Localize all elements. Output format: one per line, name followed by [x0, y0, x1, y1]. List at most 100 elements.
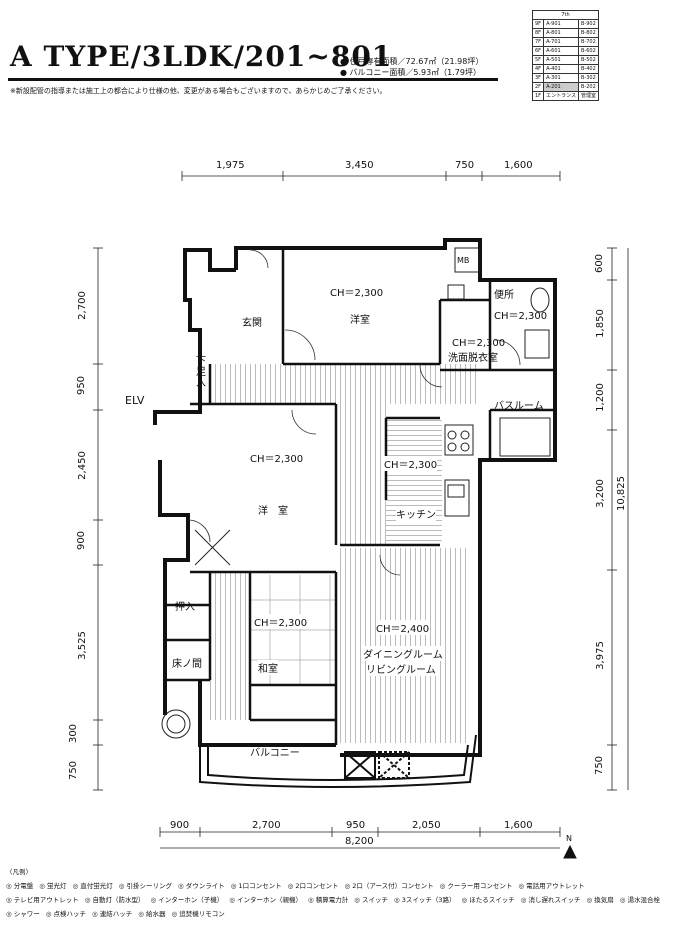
legend-item: ◎ 自動灯（防水型）	[84, 896, 145, 904]
dim-top-1: 3,450	[345, 160, 374, 171]
legend-item: ◎ 直付蛍光灯	[72, 882, 113, 890]
dim-bottom-0: 900	[170, 820, 190, 831]
legend-item: ◎ シャワー	[6, 910, 40, 918]
dim-bottom-2: 950	[346, 820, 366, 831]
dim-left-5: 750	[68, 760, 80, 781]
legend-item: ◎ インターホン（子機）	[150, 896, 224, 904]
legend-title: 〈凡例〉	[6, 868, 32, 876]
fixtures	[161, 247, 551, 739]
hall-flooring	[336, 404, 386, 544]
legend-item: ◎ 蛍光灯	[39, 882, 67, 890]
dim-right-0: 600	[594, 253, 606, 274]
north-arrow	[563, 844, 577, 859]
room-kitchen-ch: CH＝2,300	[384, 456, 438, 471]
dim-left-0: 2,700	[76, 291, 88, 320]
dim-bottom-1: 2,700	[252, 820, 281, 831]
legend-item: ◎ 連結ハッチ	[92, 910, 133, 918]
legend-item: ◎ 給水器	[138, 910, 166, 918]
right-dimension-line	[607, 247, 629, 791]
legend-item: ◎ 積算電力計	[308, 896, 349, 904]
north-label: N	[566, 834, 572, 843]
legend-item: ◎ 1口コンセント	[230, 882, 282, 890]
room-oshiire: 押入	[175, 602, 195, 613]
plan-title: A TYPE/3LDK/201~801	[10, 40, 393, 73]
elv-label: ELV	[125, 394, 145, 407]
kitchen-flooring	[386, 418, 442, 544]
bottom-dimension-line	[159, 827, 561, 849]
disclaimer-note: ※新設配管の指導または施工上の都合により仕様の他、変更がある場合もございますので…	[10, 87, 387, 95]
legend-item: ◎ 分電盤	[6, 882, 34, 890]
dim-bottom-4: 1,600	[504, 820, 533, 831]
room-senmen-ch: CH＝2,300	[452, 338, 506, 349]
dim-right-5: 750	[594, 755, 606, 776]
legend-item: ◎ 換気扇	[586, 896, 614, 904]
dim-left-4: 3,525	[76, 631, 88, 660]
legend-item: ◎ 消し遅れスイッチ	[520, 896, 581, 904]
room-tokonoma: 床ノ間	[172, 659, 202, 670]
room-genkan: 玄関	[242, 318, 262, 329]
room-bath: バスルーム	[494, 401, 544, 412]
interior-walls	[165, 248, 555, 745]
room-senmen: 洗面脱衣室	[448, 353, 498, 364]
table-cell: 管理室	[577, 91, 599, 101]
legend-item: ◎ 2口（アース付）コンセント	[344, 882, 434, 890]
top-dimension-line	[181, 171, 561, 181]
dim-bottom-total: 8,200	[345, 836, 374, 847]
legend-item: ◎ 2口コンセント	[287, 882, 339, 890]
table-cell: 1F	[531, 91, 545, 101]
unit-area-text: ● 住戸専有面積／72.67㎡（21.98坪）	[340, 57, 484, 66]
dim-right-1: 1,850	[594, 309, 606, 338]
legend-item: ◎ ほたるスイッチ	[461, 896, 515, 904]
room-yoshitsu1: 洋室	[350, 315, 370, 326]
room-mb: MB	[457, 256, 470, 265]
dim-left-6: 300	[68, 723, 80, 744]
legend-item: ◎ スイッチ	[354, 896, 388, 904]
dim-top-2: 750	[455, 160, 475, 171]
room-balcony: バルコニー	[250, 748, 300, 759]
legend-item: ◎ 3スイッチ（3路）	[394, 896, 456, 904]
legend-item: ◎ 湯水混合栓	[619, 896, 661, 904]
dim-left-3: 900	[76, 530, 88, 551]
balcony-area-text: ● バルコニー面積／5.93㎡（1.79坪）	[340, 68, 481, 77]
left-dimension-line	[93, 247, 103, 791]
legend-row-1: ◎ 分電盤 ◎ 蛍光灯 ◎ 直付蛍光灯 ◎ 引掛シーリング ◎ ダウンライト ◎ 1口コン…	[6, 880, 591, 890]
room-shitabako: 下足入	[196, 356, 206, 389]
room-yoshitsu2-ch: CH＝2,300	[250, 454, 304, 465]
room-benjo: 便所	[494, 290, 514, 301]
legend-item: ◎ ダウンライト	[178, 882, 225, 890]
legend-row-3: ◎ シャワー ◎ 点検ハッチ ◎ 連結ハッチ ◎ 給水器 ◎ 追焚機リモコン	[6, 908, 231, 918]
room-benjo-ch: CH＝2,300	[494, 311, 548, 322]
dim-left-1: 950	[76, 375, 88, 396]
title-underline	[8, 78, 498, 81]
room-washitsu: 和室	[258, 660, 278, 675]
legend-item: ◎ 引掛シーリング	[118, 882, 172, 890]
legend-item: ◎ 電話用アウトレット	[518, 882, 585, 890]
dim-top-0: 1,975	[216, 160, 245, 171]
legend-item: ◎ インターホン（親機）	[229, 896, 302, 904]
legend-row-2: ◎ テレビ用アウトレット ◎ 自動灯（防水型） ◎ インターホン（子機） ◎ インター…	[6, 894, 666, 904]
dim-right-total: 10,825	[616, 476, 627, 511]
legend-item: ◎ テレビ用アウトレット	[6, 896, 79, 904]
room-dining-ch: CH＝2,400	[376, 620, 430, 635]
room-yoshitsu2: 洋 室	[258, 506, 288, 517]
engawa-flooring	[210, 572, 250, 720]
legend-item: ◎ 点検ハッチ	[45, 910, 86, 918]
legend-item: ◎ クーラー用コンセント	[439, 882, 513, 890]
legend-item: ◎ 追焚機リモコン	[171, 910, 225, 918]
corridor-flooring	[210, 364, 480, 404]
room-yoshitsu1-ch: CH＝2,300	[330, 288, 384, 299]
dim-top-3: 1,600	[504, 160, 533, 171]
dim-bottom-3: 2,050	[412, 820, 441, 831]
door-swings	[187, 249, 521, 576]
dim-right-3: 3,200	[594, 479, 606, 508]
dim-right-2: 1,200	[594, 383, 606, 412]
room-living: リビングルーム	[366, 661, 436, 676]
room-washitsu-ch: CH＝2,300	[254, 614, 308, 629]
balcony-outline	[199, 734, 477, 788]
ldk-flooring	[340, 548, 470, 743]
dim-right-4: 3,975	[594, 641, 606, 670]
